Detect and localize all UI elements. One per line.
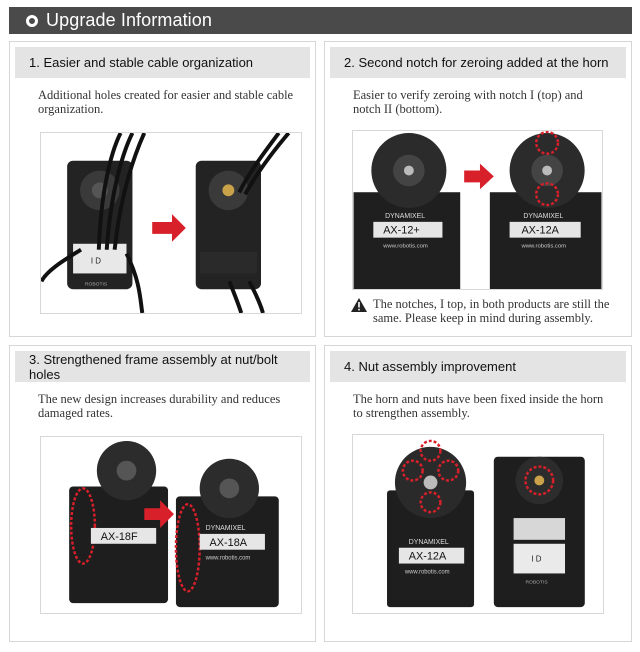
servo-model-label: AX-18A [210,537,248,549]
servo-id-label: I D [531,555,541,564]
servo-model-label: AX-12A [521,225,559,237]
note-text: The notches, I top, in both products are… [373,297,610,325]
section-title: Upgrade Information [46,10,212,30]
assembly-note: The notches, I top, in both products are… [351,297,615,325]
servo-url-label: www.robotis.com [520,244,566,250]
warning-triangle-icon [351,298,367,312]
servo-brand-label: DYNAMIXEL [523,213,563,220]
circle-bullet-icon [26,14,38,27]
servo-model-label: AX-12+ [383,225,420,237]
panel-heading: 4. Nut assembly improvement [330,351,626,382]
servo-brand-label: DYNAMIXEL [409,539,449,546]
panel-zeroing-notch: 2. Second notch for zeroing added at the… [324,41,632,337]
servo-url-label: www.robotis.com [205,556,251,562]
servo-brand-label: ROBOTIS [85,281,108,287]
servo-url-label: www.robotis.com [382,244,428,250]
panel-description: The new design increases durability and … [38,392,281,420]
section-banner: Upgrade Information [9,7,632,34]
servo-model-label: AX-12A [409,551,447,563]
panel-description: Additional holes created for easier and … [38,88,294,116]
panel-frame-assembly: 3. Strengthened frame assembly at nut/bo… [9,345,316,642]
panel-heading: 1. Easier and stable cable organization [15,47,310,78]
servo-id-label: I D [91,257,101,266]
servo-brand-label: ROBOTIS [525,579,548,585]
servo-model-label: AX-18F [101,531,138,543]
servo-brand-label: DYNAMIXEL [385,213,425,220]
frame-assembly-photo: AX-18F DYNAMIXEL AX-18A www.robotis.com [40,436,302,614]
zeroing-notch-photo: DYNAMIXEL AX-12+ www.robotis.com DYNAMIX… [352,130,603,290]
cable-organization-photo: I D ROBOTIS [40,132,302,314]
panel-nut-assembly: 4. Nut assembly improvement The horn and… [324,345,632,642]
servo-url-label: www.robotis.com [404,569,450,575]
panel-cable-organization: 1. Easier and stable cable organization … [9,41,316,337]
panel-heading: 3. Strengthened frame assembly at nut/bo… [15,351,310,382]
panel-heading: 2. Second notch for zeroing added at the… [330,47,626,78]
panel-description: Easier to verify zeroing with notch I (t… [353,88,583,116]
panel-description: The horn and nuts have been fixed inside… [353,392,604,420]
nut-assembly-photo: DYNAMIXEL AX-12A www.robotis.com I D ROB… [352,434,604,614]
servo-brand-label: DYNAMIXEL [206,525,246,532]
